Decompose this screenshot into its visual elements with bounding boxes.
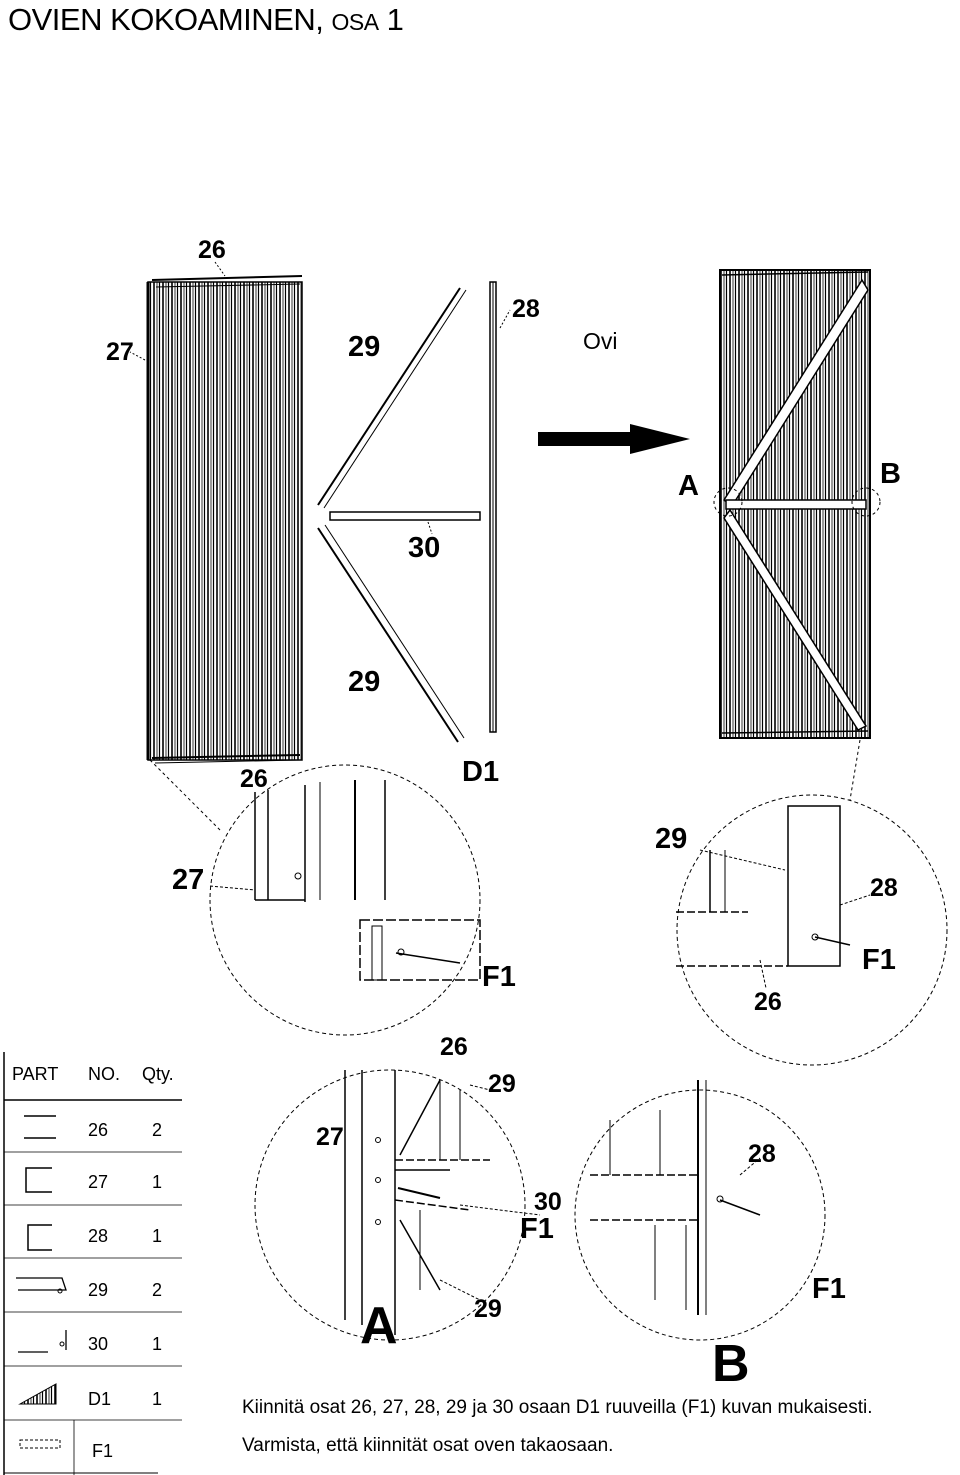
part-30-icon	[18, 1330, 67, 1353]
label-29-detail-a: 29	[488, 1070, 516, 1098]
label-b-detail: B	[712, 1335, 750, 1393]
parts-row-qty: 2	[152, 1280, 163, 1300]
label-d1: D1	[462, 756, 500, 788]
brace-29-lower	[317, 524, 465, 743]
label-27-detail: 27	[172, 864, 205, 896]
detail-circle-27	[149, 759, 481, 1036]
label-a-door: A	[678, 470, 699, 502]
label-28-top: 28	[512, 295, 540, 323]
label-29-upper: 29	[348, 331, 381, 363]
part-26-icon	[24, 1115, 56, 1139]
detail-circle-28	[676, 794, 948, 1066]
label-29-lower: 29	[348, 666, 381, 698]
detail-circle-a	[254, 1069, 541, 1341]
label-27-top: 27	[106, 338, 134, 366]
label-f1-detail-b: F1	[812, 1273, 846, 1305]
label-f1-detail-right: F1	[862, 944, 896, 976]
label-28-detail-right: 28	[870, 874, 898, 902]
label-f1-detail-left: F1	[482, 961, 516, 993]
brace-29-upper	[317, 287, 467, 509]
parts-header-qty: Qty.	[142, 1064, 174, 1084]
parts-row-no: F1	[92, 1441, 114, 1461]
instruction-line-1: Kiinnitä osat 26, 27, 28, 29 ja 30 osaan…	[242, 1397, 873, 1418]
parts-row-no: D1	[88, 1389, 112, 1409]
label-b-door: B	[880, 458, 901, 490]
parts-table: PART NO. Qty. 26 2 27 1 28 1 29 2 30 1 D…	[4, 1052, 182, 1475]
arrow-right-icon	[538, 424, 690, 454]
instruction-line-2: Varmista, että kiinnität osat oven takao…	[242, 1435, 614, 1456]
parts-row-qty: 1	[152, 1172, 163, 1192]
door-assembled	[713, 269, 881, 801]
label-29-detail-right: 29	[655, 823, 688, 855]
part-27-icon	[25, 1167, 52, 1193]
part-29-icon	[16, 1277, 67, 1294]
parts-row-qty: 2	[152, 1120, 163, 1140]
parts-row-qty: 1	[152, 1389, 163, 1409]
label-29b-detail-a: 29	[474, 1295, 502, 1323]
title-number: 1	[386, 2, 404, 37]
label-ovi: Ovi	[583, 328, 618, 354]
crossbar-30	[329, 511, 481, 535]
label-26-top: 26	[198, 236, 226, 264]
parts-row-qty: 1	[152, 1226, 163, 1246]
label-28-detail-b: 28	[748, 1140, 776, 1168]
page-title: OVIEN KOKOAMINEN, OSA 1	[8, 2, 404, 38]
parts-row-no: 29	[88, 1280, 109, 1300]
detail-circle-b	[574, 1080, 826, 1341]
label-26-detail-a: 26	[440, 1033, 468, 1061]
screw-f1-icon	[19, 1439, 61, 1449]
parts-row-no: 27	[88, 1172, 109, 1192]
parts-row-qty: 1	[152, 1334, 163, 1354]
door-panel-left	[129, 261, 303, 764]
parts-header-part: PART	[12, 1064, 59, 1084]
label-a-detail: A	[360, 1297, 398, 1355]
label-26-detail-right: 26	[754, 988, 782, 1016]
parts-row-no: 30	[88, 1334, 109, 1354]
label-27-detail-a: 27	[316, 1123, 344, 1151]
part-28-icon	[27, 1224, 52, 1251]
parts-header-no: NO.	[88, 1064, 121, 1084]
label-30-detail-a: 30	[534, 1188, 562, 1216]
parts-table-grid	[3, 1052, 182, 1475]
part-d1-icon	[18, 1383, 57, 1405]
label-f1-detail-a: F1	[520, 1213, 554, 1245]
label-26-bottom: 26	[240, 765, 268, 793]
parts-row-no: 28	[88, 1226, 109, 1246]
title-sub: OSA	[331, 9, 379, 35]
title-main: OVIEN KOKOAMINEN,	[8, 2, 324, 37]
parts-row-no: 26	[88, 1120, 109, 1140]
label-30-top: 30	[408, 532, 441, 564]
upright-28	[489, 281, 511, 733]
